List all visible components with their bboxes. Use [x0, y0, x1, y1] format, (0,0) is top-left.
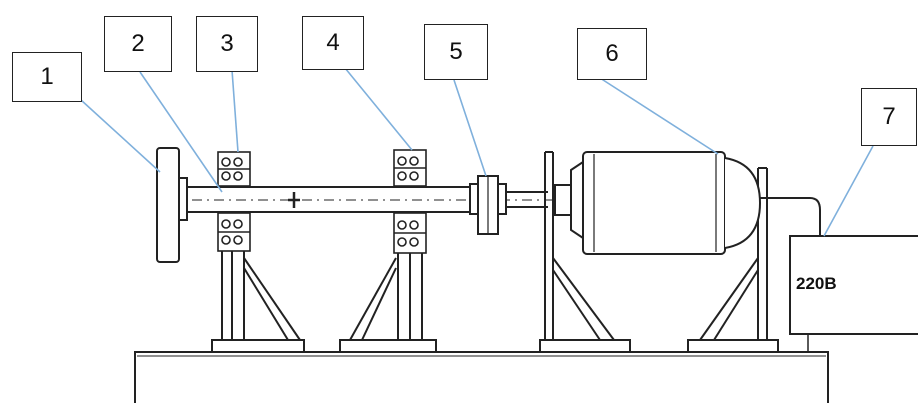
bearing-stand-left — [211, 250, 305, 353]
flywheel — [156, 147, 188, 263]
voltage-label: 220В — [796, 274, 837, 293]
bearing-left — [217, 151, 251, 252]
motor-stand-right — [687, 167, 779, 353]
bearing-stand-middle — [339, 250, 437, 353]
shaft — [170, 186, 760, 213]
power-supply-box — [789, 235, 918, 352]
leader-lines — [80, 67, 874, 237]
callout-4: 4 — [302, 16, 364, 70]
callout-1: 1 — [12, 52, 82, 102]
coupling — [469, 175, 507, 235]
callout-6: 6 — [577, 28, 647, 80]
base-table — [134, 351, 829, 403]
callout-5: 5 — [424, 24, 488, 80]
bearing-middle — [393, 149, 427, 254]
callout-3: 3 — [196, 16, 258, 72]
callout-2: 2 — [104, 16, 172, 72]
motor-stand-left — [539, 151, 631, 353]
electric-motor — [554, 151, 821, 255]
callout-7: 7 — [861, 88, 917, 146]
